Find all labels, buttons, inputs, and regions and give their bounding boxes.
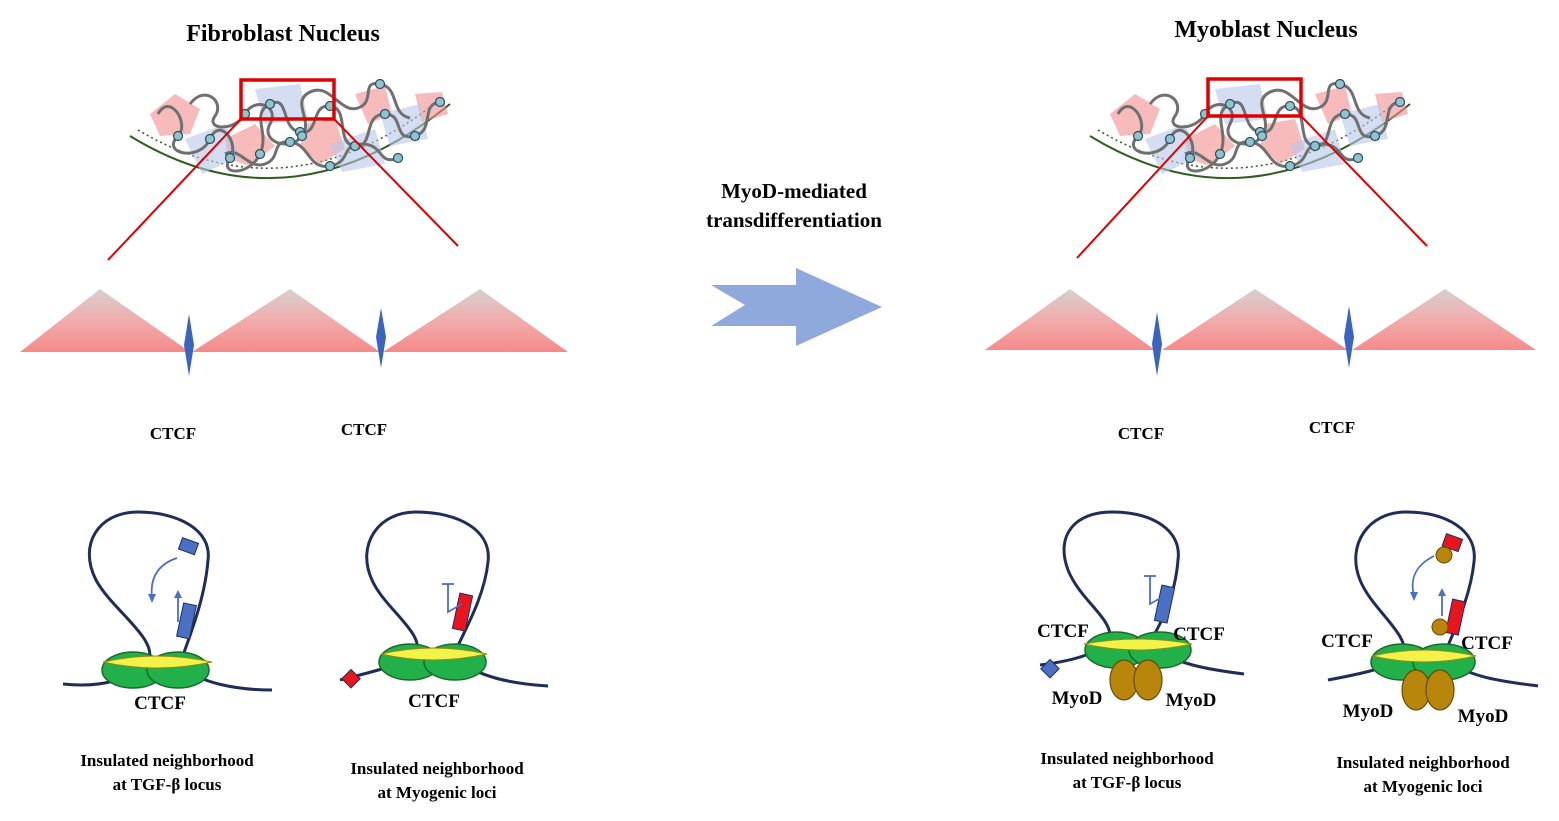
arrow-label-line1: MyoD-mediated: [721, 179, 867, 203]
activation-arrow: [1411, 555, 1435, 597]
right-loop-tgf-ctcf-right: CTCF: [1173, 624, 1225, 645]
myod-protein-right: [1425, 669, 1455, 711]
left-loop-myogenic: [339, 510, 549, 689]
transdifferentiation-arrow: [711, 268, 882, 346]
arrowhead: [1410, 592, 1418, 601]
repression-mark: [447, 584, 463, 614]
myod-protein-right: [1133, 659, 1163, 701]
cohesin-ring: [380, 647, 488, 661]
right-ctcf-boundary-1: [1152, 312, 1162, 376]
cohesin-ring: [1371, 649, 1477, 663]
gene-red: [451, 592, 474, 632]
right-nucleus-chromatin: [1088, 78, 1412, 180]
ctcf-site-blue: [1040, 658, 1060, 679]
right-loop-myogenic: [1327, 510, 1539, 711]
left-ctcf-boundary-2: [376, 308, 386, 368]
right-loop-tgf: [1039, 510, 1245, 701]
right-zoom-line-left: [1076, 115, 1209, 259]
right-ctcf-label-2: CTCF: [1309, 418, 1355, 437]
arrowhead: [148, 594, 156, 603]
gene-blue: [1153, 584, 1176, 624]
right-loop-tgf-myod-left: MyoD: [1052, 688, 1103, 709]
right-tad-domain-2: [1162, 289, 1348, 350]
left-loop-myo-ctcf-label: CTCF: [408, 691, 460, 712]
repression-mark: [1149, 576, 1165, 606]
right-panel: Myoblast Nucleus CTCF CTCF: [985, 17, 1539, 796]
right-zoom-line-right: [1300, 115, 1428, 247]
gene-blue: [176, 602, 197, 640]
left-tad-domain-2: [192, 289, 380, 352]
right-panel-title: Myoblast Nucleus: [1174, 17, 1357, 43]
right-tad-domain-1: [985, 289, 1155, 350]
right-tad-domains: [985, 289, 1536, 376]
arrowhead: [174, 590, 182, 598]
left-highlight-box: [239, 78, 336, 121]
right-ctcf-label-1: CTCF: [1118, 424, 1164, 443]
left-ctcf-label-2: CTCF: [341, 420, 387, 439]
right-loop-myo-caption-2: at Myogenic loci: [1364, 777, 1483, 796]
right-loop-tgf-ctcf-left: CTCF: [1037, 621, 1089, 642]
left-loop-myo-caption-2: at Myogenic loci: [378, 783, 497, 802]
left-loop-myo-caption-1: Insulated neighborhood: [350, 759, 524, 778]
left-zoom-line-left: [107, 118, 242, 261]
left-tad-domain-1: [20, 289, 190, 352]
left-panel-title: Fibroblast Nucleus: [186, 21, 380, 47]
right-loop-tgf-caption-2: at TGF-β locus: [1073, 773, 1182, 792]
right-highlight-box: [1206, 77, 1303, 118]
left-loop-tgf: [62, 510, 273, 692]
activation-arrow: [150, 557, 178, 599]
right-loop-myo-caption-1: Insulated neighborhood: [1336, 753, 1510, 772]
right-loop-myo-ctcf-left: CTCF: [1321, 631, 1373, 652]
left-panel: Fibroblast Nucleus CTCF CTCF: [20, 21, 568, 802]
arrow-label-line2: transdifferentiation: [706, 208, 882, 232]
myod-bound-site: [1435, 546, 1453, 564]
right-loop-myo-ctcf-right: CTCF: [1461, 633, 1513, 654]
center-transition: MyoD-mediated transdifferentiation: [706, 179, 882, 346]
cohesin-ring: [102, 655, 213, 669]
right-ctcf-boundary-2: [1344, 306, 1354, 368]
left-loop-tgf-caption-1: Insulated neighborhood: [80, 751, 254, 770]
arrowhead: [1438, 588, 1446, 596]
right-tad-domain-3: [1352, 289, 1536, 350]
myod-bound-promoter: [1431, 618, 1449, 636]
ctcf-site-red: [341, 668, 361, 689]
left-loop-tgf-ctcf-label: CTCF: [134, 693, 186, 714]
right-loop-tgf-myod-right: MyoD: [1166, 690, 1217, 711]
gene-red: [1445, 598, 1466, 636]
left-ctcf-label-1: CTCF: [150, 424, 196, 443]
left-tad-domain-3: [383, 289, 568, 352]
cohesin-ring: [1083, 638, 1193, 651]
left-tad-domains: [20, 289, 568, 376]
ctcf-site-blue: [177, 536, 200, 556]
left-ctcf-boundary-1: [184, 314, 194, 376]
right-loop-tgf-caption-1: Insulated neighborhood: [1040, 749, 1214, 768]
right-loop-myo-myod-left: MyoD: [1343, 701, 1394, 722]
left-zoom-line-right: [333, 118, 459, 247]
left-loop-tgf-caption-2: at TGF-β locus: [113, 775, 222, 794]
right-loop-myo-myod-right: MyoD: [1458, 706, 1509, 727]
left-nucleus-chromatin: [128, 78, 452, 180]
